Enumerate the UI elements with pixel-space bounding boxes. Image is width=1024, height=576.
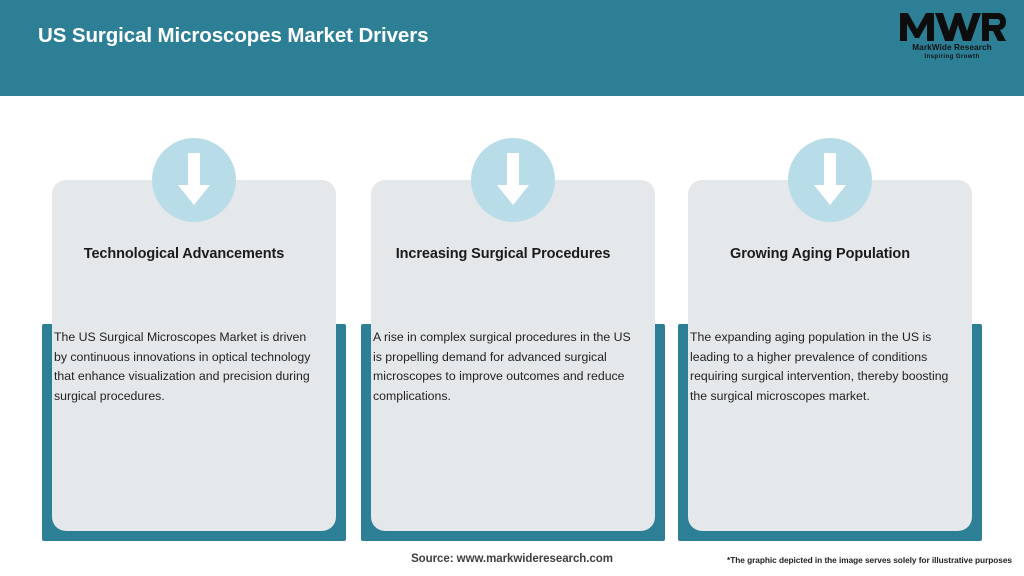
driver-card-2: Increasing Surgical Procedures A rise in… (361, 138, 665, 541)
arrow-down-icon (788, 138, 872, 222)
mwr-logo-icon (900, 13, 1006, 41)
arrow-down-icon (471, 138, 555, 222)
card-body (52, 180, 336, 531)
driver-card-1: Technological Advancements The US Surgic… (42, 138, 346, 541)
header-bar: US Surgical Microscopes Market Drivers M… (0, 0, 1024, 96)
arrow-down-icon (152, 138, 236, 222)
logo-tagline: Inspiring Growth (924, 54, 980, 60)
footer: Source: www.markwideresearch.com *The gr… (0, 548, 1024, 576)
card-description: The expanding aging population in the US… (690, 330, 949, 403)
card-body (371, 180, 655, 531)
card-description: The US Surgical Microscopes Market is dr… (54, 330, 311, 403)
card-heading: Increasing Surgical Procedures (395, 246, 611, 262)
driver-card-3: Growing Aging Population The expanding a… (678, 138, 982, 541)
logo-name: MarkWide Research (912, 43, 992, 52)
drivers-card-row: Technological Advancements The US Surgic… (0, 96, 1024, 548)
page-title: US Surgical Microscopes Market Drivers (38, 24, 429, 47)
card-body (688, 180, 972, 531)
card-heading: Growing Aging Population (730, 246, 910, 262)
card-heading: Technological Advancements (83, 246, 285, 262)
disclaimer-note: *The graphic depicted in the image serve… (727, 555, 1012, 565)
source-label: Source: www.markwideresearch.com (411, 553, 613, 565)
card-description: A rise in complex surgical procedures in… (373, 330, 631, 403)
brand-logo: MarkWide Research Inspiring Growth (898, 9, 1006, 65)
